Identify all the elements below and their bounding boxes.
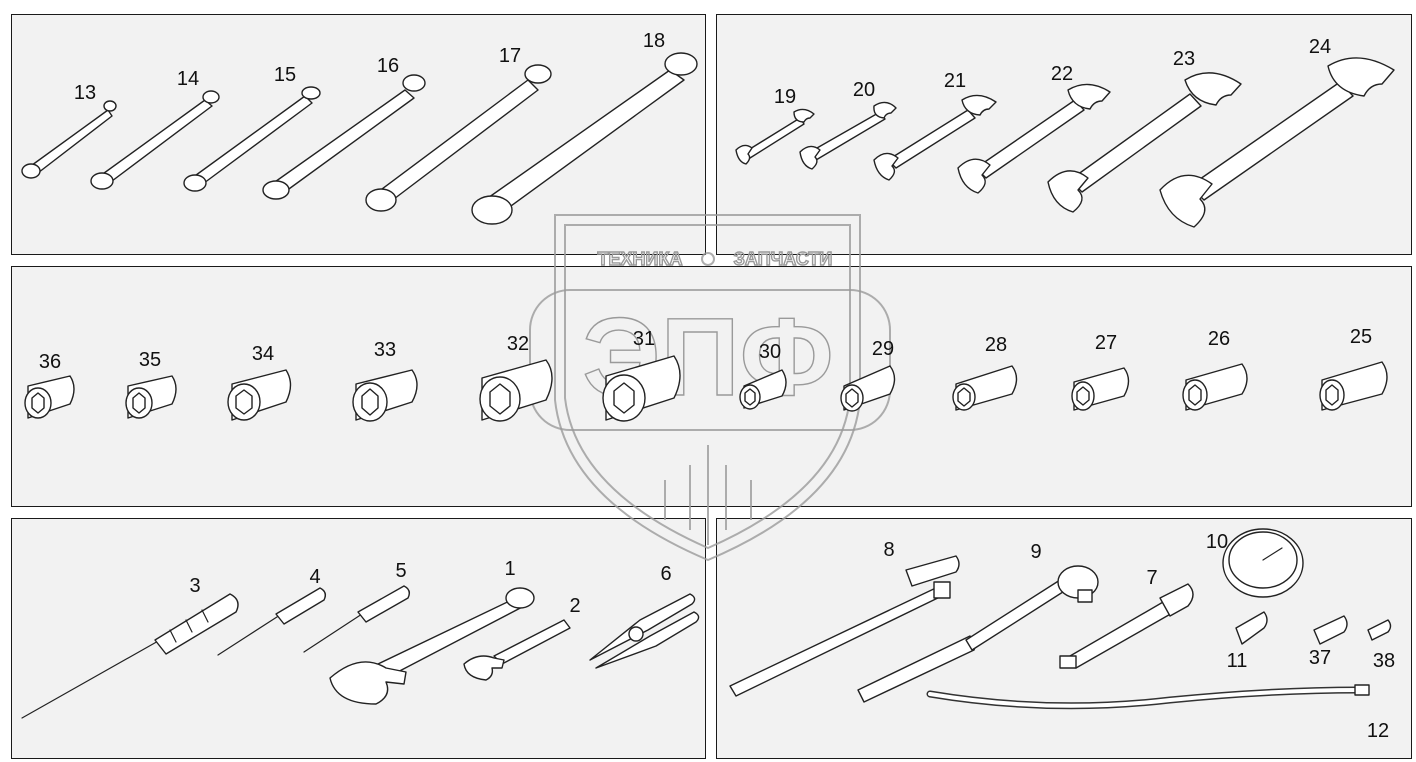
- callout-8: 8: [883, 539, 894, 561]
- socket-31: [602, 355, 681, 422]
- callout-2: 2: [569, 595, 580, 617]
- callout-6: 6: [660, 563, 671, 585]
- callout-5: 5: [395, 560, 406, 582]
- watermark-right-word: ЗАПЧАСТИ: [734, 249, 833, 269]
- callout-28: 28: [985, 334, 1007, 356]
- socket-25: [1319, 361, 1388, 411]
- socket-32: [479, 359, 553, 422]
- callout-37: 37: [1309, 647, 1331, 669]
- callout-35: 35: [139, 349, 161, 371]
- socket-28: [952, 365, 1018, 411]
- callout-27: 27: [1095, 332, 1117, 354]
- socket-36: [24, 375, 75, 419]
- socket-33: [352, 369, 418, 422]
- watermark-left-word: ТЕХНИКА: [598, 249, 683, 269]
- callout-14: 14: [177, 68, 199, 90]
- pliers-6: [589, 593, 700, 669]
- socket-27: [1071, 367, 1130, 411]
- callout-32: 32: [507, 333, 529, 355]
- socket-30: [739, 369, 787, 410]
- callout-13: 13: [74, 82, 96, 104]
- callout-30: 30: [759, 341, 781, 363]
- callout-1: 1: [504, 558, 515, 580]
- callout-34: 34: [252, 343, 274, 365]
- ring-wrench-17: [365, 64, 552, 212]
- callout-31: 31: [633, 328, 655, 350]
- open-wrench-24: [1159, 57, 1395, 228]
- callout-9: 9: [1030, 541, 1041, 563]
- callout-7: 7: [1146, 567, 1157, 589]
- adapter-37: [1313, 615, 1348, 645]
- callout-26: 26: [1208, 328, 1230, 350]
- callout-21: 21: [944, 70, 966, 92]
- socket-26: [1182, 363, 1248, 411]
- callout-24: 24: [1309, 36, 1331, 58]
- callout-23: 23: [1173, 48, 1195, 70]
- callout-18: 18: [643, 30, 665, 52]
- ring-wrench-13: [21, 100, 117, 179]
- ring-wrench-18: [471, 52, 698, 225]
- callout-4: 4: [309, 566, 320, 588]
- adjustable-wrench-1: [329, 587, 535, 705]
- callout-33: 33: [374, 339, 396, 361]
- callout-11: 11: [1227, 650, 1248, 672]
- open-wrench-19: [735, 108, 815, 165]
- screwdriver-4: [217, 587, 327, 656]
- open-wrench-23: [1047, 72, 1242, 213]
- callout-labels: 13 14 15 16 17 18 19 20 21 22 23 24 36 3…: [39, 30, 1395, 742]
- watermark-shield: ЭПФ ТЕХНИКА ЗАПЧАСТИ: [529, 214, 891, 562]
- ring-wrench-14: [90, 90, 220, 190]
- ratchet-9: [857, 565, 1099, 703]
- callout-29: 29: [872, 338, 894, 360]
- gauge-10: [1222, 528, 1304, 598]
- callout-36: 36: [39, 351, 61, 373]
- callout-38: 38: [1373, 650, 1395, 672]
- callout-17: 17: [499, 45, 521, 67]
- callout-20: 20: [853, 79, 875, 101]
- ring-wrench-16: [262, 74, 426, 200]
- callout-22: 22: [1051, 63, 1073, 85]
- screwdriver-5: [303, 585, 411, 653]
- socket-29: [840, 365, 896, 412]
- open-wrench-20: [799, 101, 897, 170]
- adjustable-wrench-2: [463, 619, 571, 681]
- t-handle-8: [729, 555, 960, 697]
- callout-16: 16: [377, 55, 399, 77]
- screwdriver-3: [21, 593, 239, 719]
- callout-19: 19: [774, 86, 796, 108]
- callout-15: 15: [274, 64, 296, 86]
- fitting-38: [1367, 619, 1392, 641]
- callout-10: 10: [1206, 531, 1228, 553]
- hose-12: [926, 684, 1370, 710]
- adapter-11: [1235, 611, 1268, 645]
- extension-7: [1059, 583, 1194, 669]
- open-wrench-21: [873, 94, 997, 181]
- callout-3: 3: [189, 575, 200, 597]
- socket-35: [125, 375, 177, 419]
- panel-hand-tools: [11, 518, 706, 759]
- ring-wrench-15: [183, 86, 321, 192]
- callout-25: 25: [1350, 326, 1372, 348]
- socket-34: [227, 369, 292, 421]
- open-wrench-22: [957, 83, 1111, 194]
- callout-12: 12: [1367, 720, 1389, 742]
